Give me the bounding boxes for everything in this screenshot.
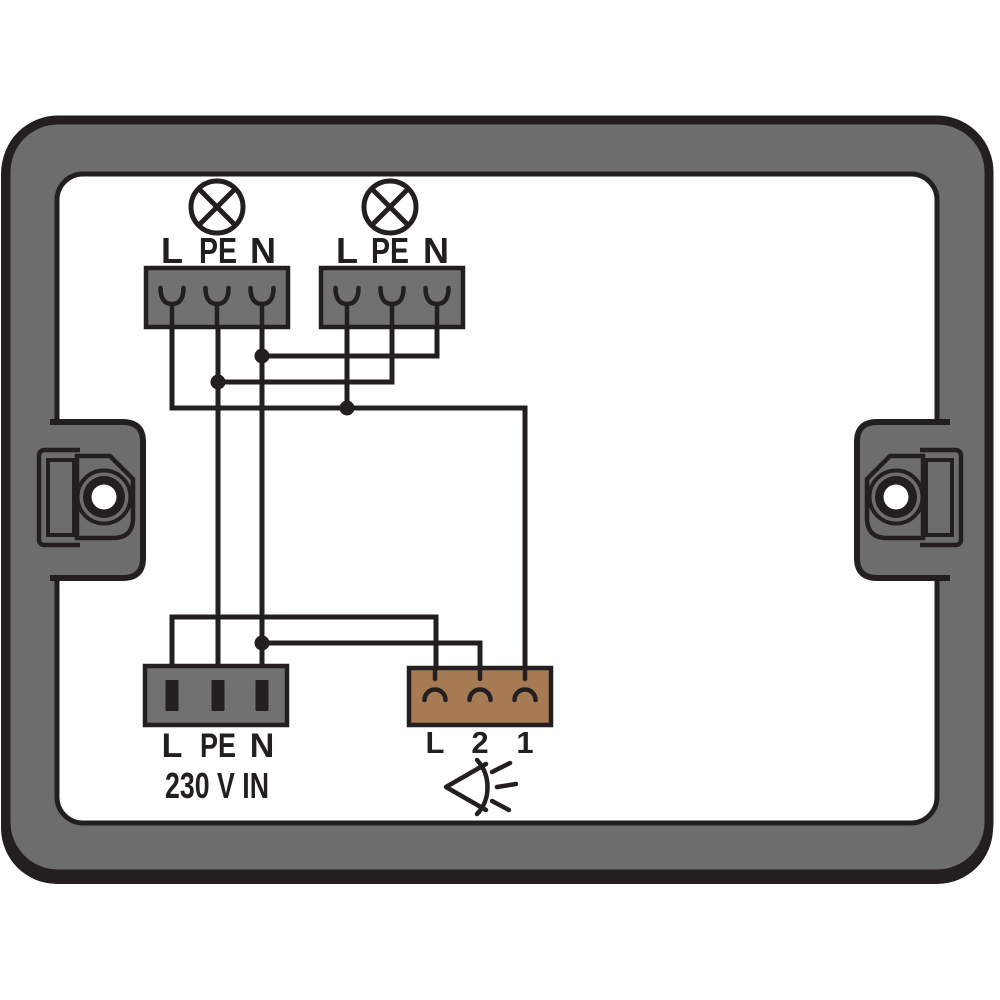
terminal-label-n: N xyxy=(250,230,276,271)
terminal-label-l: L xyxy=(336,230,358,271)
terminal-label-2: 2 xyxy=(471,725,488,760)
lamp-output-2: L PE N xyxy=(318,181,466,330)
junction-dots xyxy=(210,348,355,651)
pin-terminal xyxy=(255,680,269,711)
supply-input: L PE N 230 V IN xyxy=(142,663,290,806)
junction-dot xyxy=(339,400,355,416)
wire-lamp2-pe-join xyxy=(218,327,395,385)
terminal-label-pe: PE xyxy=(200,727,236,765)
terminal-label-l: L xyxy=(162,727,183,765)
switch-light-icon xyxy=(443,757,519,817)
terminal-label-l: L xyxy=(426,725,445,760)
pin-terminal xyxy=(165,680,179,711)
terminal-label-n: N xyxy=(250,727,275,765)
switch-output: L 2 1 xyxy=(406,665,554,817)
terminal-label-pe: PE xyxy=(371,230,409,271)
terminal-label-1: 1 xyxy=(516,725,533,760)
junction-dot xyxy=(254,635,270,651)
lamp-1-connector-block xyxy=(143,265,291,330)
wire-lamp2-n-join xyxy=(262,327,440,359)
junction-dot xyxy=(254,348,270,364)
junction-dot xyxy=(210,374,226,390)
terminal-label-l: L xyxy=(161,230,183,271)
terminal-label-pe: PE xyxy=(199,230,237,271)
wire-supply-l-to-switch-l xyxy=(169,614,439,668)
left-mounting-tab xyxy=(39,422,143,578)
wire-n-to-switch-2 xyxy=(262,640,483,668)
lamp-output-1: L PE N xyxy=(143,181,291,330)
right-mounting-tab xyxy=(857,422,961,578)
pin-terminal xyxy=(211,680,225,711)
terminal-label-n: N xyxy=(423,230,449,271)
supply-caption: 230 V IN xyxy=(165,765,269,806)
